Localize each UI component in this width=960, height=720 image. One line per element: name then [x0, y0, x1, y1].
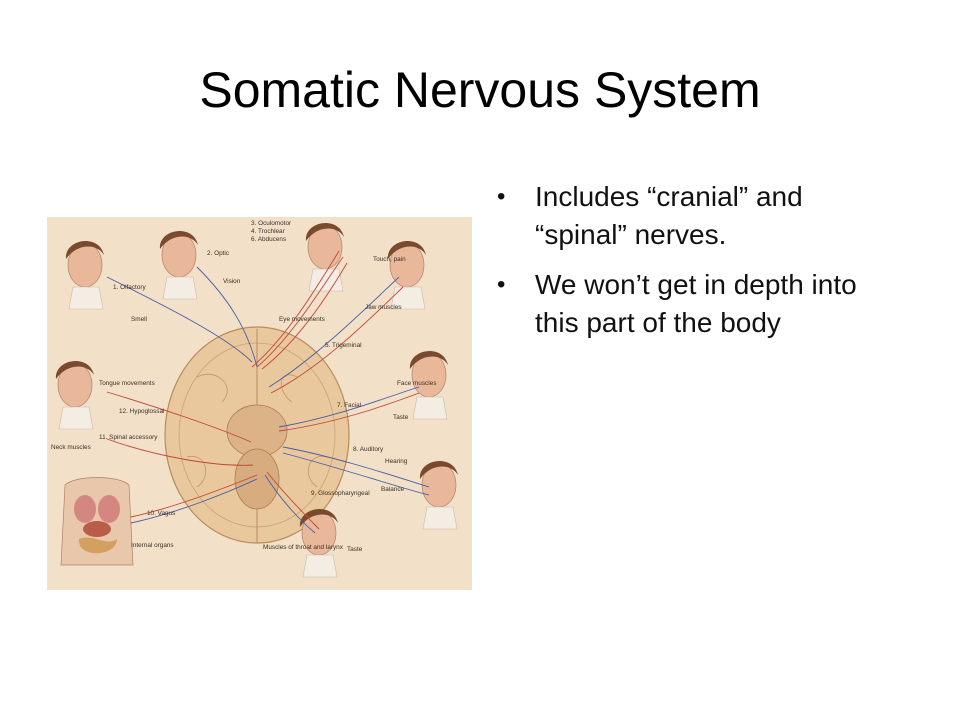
head-hypoglossal-illustration: [55, 360, 95, 430]
label-jaw-muscles: Jaw muscles: [365, 304, 402, 311]
label-tongue-movements: Tongue movements: [99, 380, 155, 387]
bullet-text: Includes “cranial” and “spinal” nerves.: [535, 181, 803, 250]
label-face-muscles: Face muscles: [397, 380, 436, 387]
brain-illustration: [164, 326, 350, 544]
label-smell: Smell: [131, 316, 147, 323]
label-optic: 2. Optic: [207, 250, 230, 257]
bullet-text: We won’t get in depth into this part of …: [535, 269, 857, 338]
figure-labels: 1. Olfactory Smell 2. Optic Vision 3. Oc…: [51, 220, 436, 553]
label-facial: 7. Facial: [337, 402, 361, 409]
label-neck-muscles: Neck muscles: [51, 444, 91, 451]
label-oculomotor: 3. Oculomotor: [251, 220, 292, 227]
label-glossopharyngeal: 9. Glossopharyngeal: [311, 490, 370, 497]
label-muscles-throat: Muscles of throat and larynx: [263, 544, 344, 551]
head-trigeminal-illustration: [387, 240, 427, 310]
head-throat-illustration: [299, 508, 339, 578]
label-hearing: Hearing: [385, 458, 408, 465]
label-touch-pain: Touch, pain: [373, 256, 406, 263]
label-balance: Balance: [381, 486, 405, 493]
cranial-nerves-figure: 1. Olfactory Smell 2. Optic Vision 3. Oc…: [47, 217, 472, 590]
label-taste-upper: Taste: [393, 414, 409, 421]
label-vagus: 10. Vagus: [147, 510, 175, 517]
label-abducens: 6. Abducens: [251, 236, 286, 243]
bullet-dot-icon: •: [497, 271, 506, 298]
label-trochlear: 4. Trochlear: [251, 228, 286, 235]
bullet-list: • Includes “cranial” and “spinal” nerves…: [497, 178, 897, 354]
nerve-paths: [106, 250, 430, 534]
head-auditory-illustration: [419, 460, 459, 530]
bullet-item: • We won’t get in depth into this part o…: [497, 266, 897, 342]
head-eye-illustration: [305, 222, 345, 292]
label-taste-lower: Taste: [347, 546, 363, 553]
label-eye-movements: Eye movements: [279, 316, 325, 323]
label-spinal-accessory: 11. Spinal accessory: [99, 434, 158, 441]
label-trigeminal: 5. Trigeminal: [325, 342, 362, 349]
slide-title: Somatic Nervous System: [199, 62, 761, 118]
label-internal-organs: Internal organs: [131, 542, 174, 549]
bullet-dot-icon: •: [497, 183, 506, 210]
bullet-item: • Includes “cranial” and “spinal” nerves…: [497, 178, 897, 254]
head-optic-illustration: [159, 230, 199, 300]
head-olfactory-illustration: [65, 240, 105, 310]
label-hypoglossal: 12. Hypoglossal: [119, 408, 164, 415]
label-vision: Vision: [223, 278, 241, 285]
label-olfactory: 1. Olfactory: [113, 284, 146, 291]
label-auditory: 8. Auditory: [353, 446, 384, 453]
torso-organs-illustration: [60, 477, 134, 566]
